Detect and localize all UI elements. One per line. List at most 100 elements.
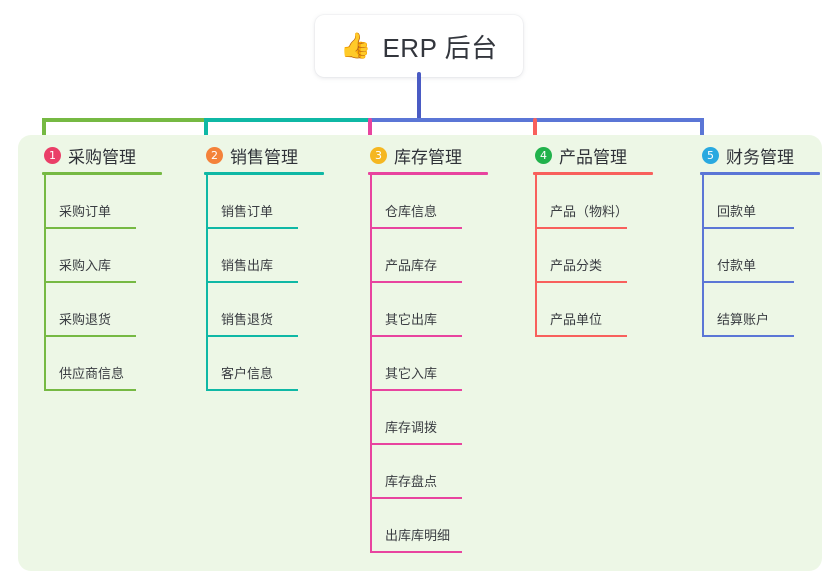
branch-item[interactable]: 其它出库: [354, 283, 504, 337]
branch-badge-4: 4: [535, 146, 552, 164]
branch-item-rule: [702, 281, 794, 283]
branch-item-rule: [535, 281, 627, 283]
branch-badge-2: 2: [206, 146, 223, 164]
branch-item-rule: [206, 281, 298, 283]
branch-item[interactable]: 库存调拨: [354, 391, 504, 445]
branch-header-5[interactable]: 5 财务管理: [686, 135, 836, 175]
branch-title-4: 产品管理: [559, 147, 627, 167]
branch-item[interactable]: 产品单位: [519, 283, 669, 337]
branch-item-rule: [206, 227, 298, 229]
branch-badge-3: 3: [370, 146, 387, 164]
branch-spine: [44, 175, 46, 391]
branch-item-label: 结算账户: [717, 312, 770, 327]
branch-spine: [370, 175, 372, 553]
root-title: ERP 后台: [382, 32, 498, 63]
branch-item[interactable]: 销售退货: [190, 283, 340, 337]
branch-item-rule: [44, 281, 136, 283]
branch-item-label: 销售退货: [221, 312, 274, 327]
branch-item-rule: [44, 227, 136, 229]
branch-header-1[interactable]: 1 采购管理: [28, 135, 178, 175]
branch-item-label: 销售订单: [221, 204, 274, 219]
branch-item-label: 采购入库: [59, 258, 112, 273]
branch-item-label: 其它出库: [385, 312, 438, 327]
branch-badge-5: 5: [702, 146, 719, 164]
branch-item[interactable]: 产品库存: [354, 229, 504, 283]
branch-item-list: 采购订单采购入库采购退货供应商信息: [28, 175, 178, 391]
branch-item-list: 仓库信息产品库存其它出库其它入库库存调拨库存盘点出库库明细: [354, 175, 504, 553]
branch-item-label: 供应商信息: [59, 366, 125, 381]
branch-header-rule: [533, 172, 653, 175]
branch-item-label: 回款单: [717, 204, 757, 219]
branch-item[interactable]: 采购入库: [28, 229, 178, 283]
branch-item[interactable]: 付款单: [686, 229, 836, 283]
branch-item-label: 库存盘点: [385, 474, 438, 489]
branch-item-rule: [370, 227, 462, 229]
branch-item-label: 仓库信息: [385, 204, 438, 219]
branch-spine: [535, 175, 537, 337]
branch-item-list: 销售订单销售出库销售退货客户信息: [190, 175, 340, 391]
branch-item[interactable]: 回款单: [686, 175, 836, 229]
branch-item-rule: [535, 227, 627, 229]
branch-item[interactable]: 其它入库: [354, 337, 504, 391]
branch-item-rule: [370, 335, 462, 337]
connector-bar-segment-2: [204, 118, 370, 122]
branch-item-rule: [702, 227, 794, 229]
branch-item-label: 付款单: [717, 258, 757, 273]
branch-item-rule: [535, 335, 627, 337]
branch-item-label: 产品单位: [550, 312, 603, 327]
branch-item-label: 产品分类: [550, 258, 603, 273]
branch-item-label: 采购订单: [59, 204, 112, 219]
branch-item[interactable]: 出库库明细: [354, 499, 504, 553]
root-stem-line: [417, 72, 421, 122]
branch-item[interactable]: 销售订单: [190, 175, 340, 229]
branch-title-5: 财务管理: [726, 147, 794, 167]
branch-item[interactable]: 客户信息: [190, 337, 340, 391]
root-node[interactable]: 👍 ERP 后台: [315, 15, 523, 77]
branch-item-rule: [370, 551, 462, 553]
branch-item-rule: [370, 443, 462, 445]
branch-item[interactable]: 结算账户: [686, 283, 836, 337]
branch-item-rule: [44, 389, 136, 391]
branch-item[interactable]: 采购订单: [28, 175, 178, 229]
branch-header-rule: [700, 172, 820, 175]
branch-item-label: 采购退货: [59, 312, 112, 327]
branch-item-label: 产品库存: [385, 258, 438, 273]
branch-spine: [702, 175, 704, 337]
branch-header-rule: [42, 172, 162, 175]
branch-badge-1: 1: [44, 146, 61, 164]
branch-item[interactable]: 采购退货: [28, 283, 178, 337]
branch-column-4: 4 产品管理产品（物料） 产品分类产品单位: [519, 135, 669, 337]
branch-column-5: 5 财务管理回款单付款单结算账户: [686, 135, 836, 337]
branch-item[interactable]: 销售出库: [190, 229, 340, 283]
branch-item-rule: [370, 389, 462, 391]
branch-header-4[interactable]: 4 产品管理: [519, 135, 669, 175]
thumbs-up-icon: 👍: [340, 31, 372, 60]
branch-item-label: 销售出库: [221, 258, 274, 273]
branch-column-1: 1 采购管理采购订单采购入库采购退货供应商信息: [28, 135, 178, 391]
branch-item-label: 其它入库: [385, 366, 438, 381]
branch-item-rule: [370, 497, 462, 499]
branch-item-label: 产品（物料）: [550, 204, 629, 219]
branch-item-rule: [370, 281, 462, 283]
branch-item-label: 出库库明细: [385, 528, 451, 543]
branch-item-label: 客户信息: [221, 366, 274, 381]
branch-header-rule: [204, 172, 324, 175]
branch-item[interactable]: 产品（物料）: [519, 175, 669, 229]
branch-item[interactable]: 供应商信息: [28, 337, 178, 391]
branch-spine: [206, 175, 208, 391]
branch-item-list: 回款单付款单结算账户: [686, 175, 836, 337]
branch-item[interactable]: 库存盘点: [354, 445, 504, 499]
branch-item-rule: [702, 335, 794, 337]
branch-item[interactable]: 产品分类: [519, 229, 669, 283]
branch-item-rule: [206, 335, 298, 337]
branch-header-rule: [368, 172, 488, 175]
connector-bar-segment-1: [42, 118, 206, 122]
branch-item[interactable]: 仓库信息: [354, 175, 504, 229]
branch-title-1: 采购管理: [68, 147, 136, 167]
branch-item-label: 库存调拨: [385, 420, 438, 435]
